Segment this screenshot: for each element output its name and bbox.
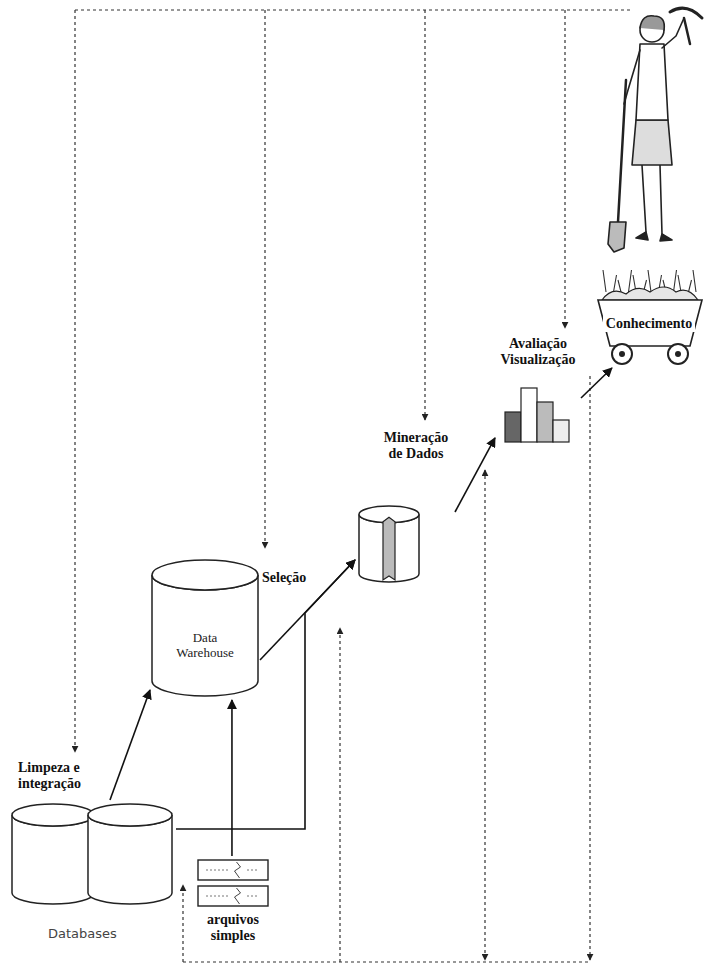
flow-arrow <box>110 690 150 800</box>
database-cylinder <box>12 815 94 904</box>
data-warehouse-cylinder: Data Warehouse <box>150 560 260 700</box>
file-squiggle <box>235 862 241 878</box>
feedback-line <box>264 10 265 548</box>
node-label: Mineração de Dados <box>377 430 455 462</box>
flat-file <box>198 860 268 880</box>
feedback-line <box>75 9 630 10</box>
pickaxe-head <box>670 8 702 18</box>
flow-arrow <box>260 560 355 660</box>
file-dots <box>206 870 259 871</box>
cart-wheel <box>668 344 688 364</box>
mining-cylinder <box>359 514 419 582</box>
cart-body <box>598 300 702 346</box>
knowledge-cart: Conhecimento <box>592 266 706 368</box>
node-label: Avaliação Visualização <box>495 336 581 368</box>
feedback-line <box>424 10 425 420</box>
file-squiggle <box>235 888 241 904</box>
cart-wheel <box>612 344 632 364</box>
chart-bar <box>553 420 569 442</box>
feedback-line <box>564 10 565 328</box>
warehouse-cylinder-top <box>152 560 258 590</box>
miner-arm <box>662 18 684 48</box>
miner-legs <box>642 165 662 234</box>
warehouse-cylinder <box>152 575 258 696</box>
node-label: Conhecimento <box>603 316 695 332</box>
flat-files: arquivos simples <box>190 856 276 952</box>
pickaxe-handle <box>684 18 690 44</box>
shovel-blade <box>608 222 626 252</box>
cart-hub <box>619 351 625 357</box>
feedback-line <box>339 628 340 962</box>
edge-label: Seleção <box>262 570 306 586</box>
miner-skirt <box>632 120 672 165</box>
flow-arrow <box>455 438 495 512</box>
database-group: Databases <box>8 800 176 950</box>
mining-cut <box>383 517 395 580</box>
sparkle-lines <box>603 270 696 292</box>
flow-arrow <box>231 700 233 856</box>
flat-file <box>198 886 268 906</box>
flow-arrow <box>581 368 612 398</box>
miner-shoes <box>636 232 672 241</box>
cart-hub <box>675 351 681 357</box>
feedback-line <box>589 376 590 960</box>
file-dots <box>206 896 259 897</box>
feedback-line <box>182 885 183 962</box>
miner-hair <box>640 16 664 30</box>
chart-bar <box>505 412 521 442</box>
miner-torso <box>636 44 668 120</box>
feedback-line <box>484 470 485 960</box>
database-cylinder-top <box>12 804 94 826</box>
node-label: Databases <box>48 926 172 942</box>
data-mining-cylinder: Mineração de Dados <box>355 430 455 585</box>
miner-arm <box>624 50 640 104</box>
chart-bar <box>537 402 553 442</box>
evaluation-chart: Avaliação Visualização <box>495 336 581 444</box>
node-label: Data Warehouse <box>169 630 241 660</box>
feedback-line <box>74 10 75 752</box>
ore-heap <box>602 287 698 300</box>
node-label: arquivos simples <box>190 912 276 944</box>
edge-label: Limpeza e integração <box>18 760 102 792</box>
feedback-line <box>183 961 590 962</box>
database-cylinder <box>88 815 172 904</box>
database-cylinder-top <box>88 804 172 826</box>
chart-bar <box>521 388 537 442</box>
